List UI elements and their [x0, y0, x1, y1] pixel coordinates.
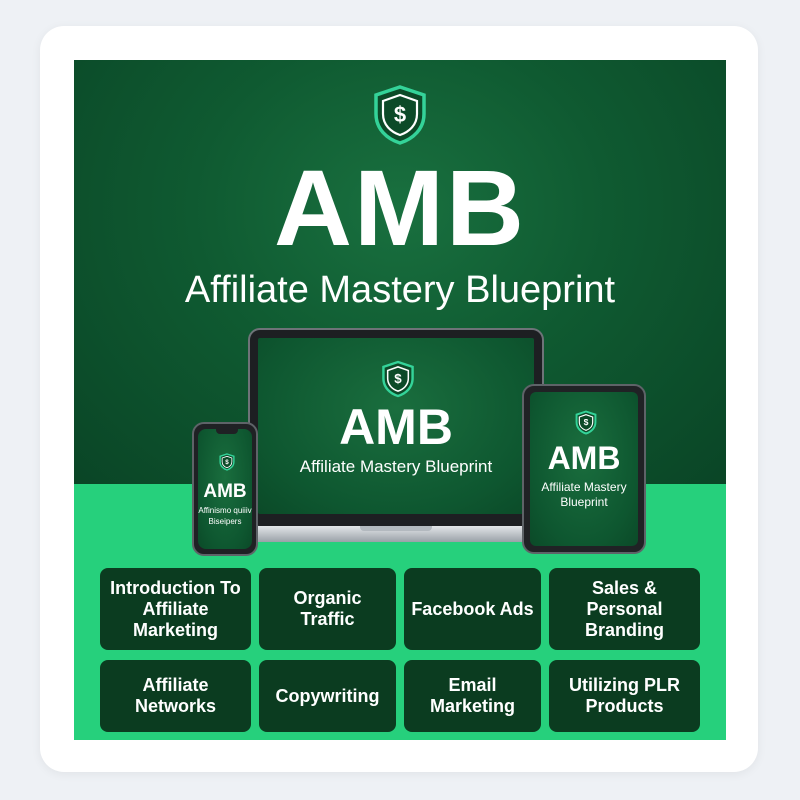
shield-dollar-icon: $ — [219, 453, 235, 471]
laptop-subtitle: Affiliate Mastery Blueprint — [299, 457, 493, 476]
dollar-symbol: $ — [394, 371, 402, 386]
module-tile-plr-products: Utilizing PLR Products — [549, 660, 700, 732]
shield-dollar-icon: $ — [382, 360, 414, 398]
tablet-title: AMB — [547, 440, 621, 476]
module-tile-facebook-ads: Facebook Ads — [404, 568, 541, 650]
phone-screen: $ AMB Affinismo quiiiv Biseipers — [198, 429, 252, 549]
module-tile-affiliate-networks: Affiliate Networks — [100, 660, 251, 732]
laptop-title: AMB — [339, 399, 453, 455]
laptop-base — [234, 526, 558, 542]
phone-notch — [216, 429, 238, 434]
phone-title: AMB — [203, 481, 247, 502]
module-tile-sales-branding: Sales & Personal Branding — [549, 568, 700, 650]
module-tile-organic-traffic: Organic Traffic — [259, 568, 396, 650]
module-grid: Introduction To Affiliate Marketing Orga… — [100, 568, 700, 732]
poster: $ AMB Affiliate Mastery Blueprint $ AMB … — [74, 60, 726, 740]
laptop-notch — [360, 526, 432, 531]
module-tile-intro: Introduction To Affiliate Marketing — [100, 568, 251, 650]
tablet-screen: $ AMB Affiliate Mastery Blueprint — [530, 392, 638, 546]
shield-dollar-icon: $ — [575, 410, 597, 435]
phone-subtitle: Affinismo quiiiv Biseipers — [198, 506, 252, 526]
tablet-mockup: $ AMB Affiliate Mastery Blueprint — [522, 384, 646, 554]
dollar-symbol: $ — [584, 417, 589, 427]
dollar-symbol: $ — [394, 102, 406, 127]
laptop-screen: $ AMB Affiliate Mastery Blueprint — [258, 338, 534, 514]
phone-mockup: $ AMB Affinismo quiiiv Biseipers — [192, 422, 258, 556]
brand-subtitle: Affiliate Mastery Blueprint — [184, 269, 616, 311]
module-tile-email-marketing: Email Marketing — [404, 660, 541, 732]
header-panel: $ AMB Affiliate Mastery Blueprint — [74, 60, 726, 484]
module-tile-copywriting: Copywriting — [259, 660, 396, 732]
laptop-mockup: $ AMB Affiliate Mastery Blueprint — [248, 328, 544, 528]
shield-dollar-icon: $ — [374, 85, 426, 145]
dollar-symbol: $ — [225, 459, 229, 466]
brand-title: AMB — [274, 147, 526, 268]
tablet-subtitle: Affiliate Mastery Blueprint — [541, 480, 627, 509]
